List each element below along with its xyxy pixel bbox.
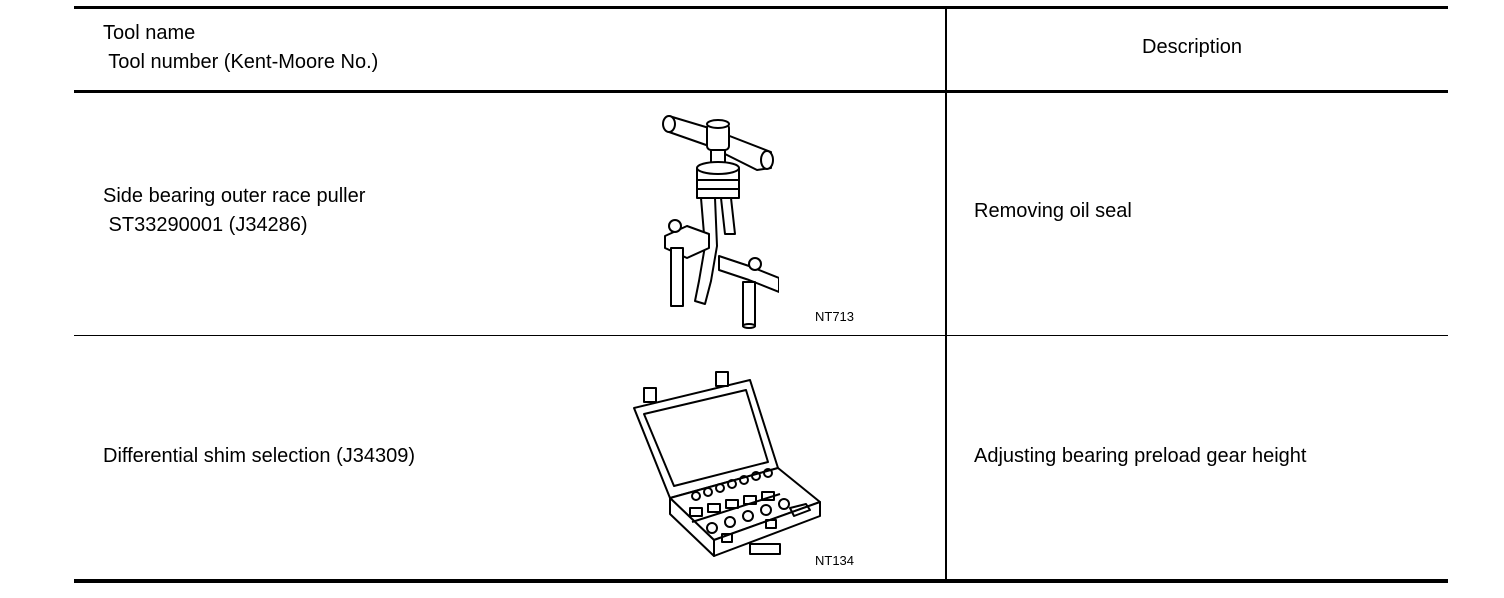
shim-selection-kit-icon: [633, 371, 821, 557]
header-bottom-rule: [74, 90, 1448, 93]
header-tool-name: Tool name: [103, 22, 196, 44]
row-divider: [74, 335, 1448, 336]
row-2-figure-code: NT134: [815, 553, 855, 568]
column-divider: [945, 6, 947, 583]
puller-tool-icon: [662, 115, 779, 329]
row-1-figure-code: NT713: [815, 309, 855, 324]
table-top-rule: [74, 6, 1448, 9]
header-tool-number: Tool number (Kent-Moore No.): [103, 51, 379, 73]
row-1-tool-name: Side bearing outer race puller: [103, 185, 366, 207]
special-tools-table: Tool name Tool number (Kent-Moore No.) D…: [74, 6, 1448, 583]
row-1-tool-number: ST33290001 (J34286): [103, 214, 308, 236]
row-1-description: Removing oil seal: [974, 200, 1132, 222]
row-2-description: Adjusting bearing preload gear height: [974, 445, 1307, 467]
header-description: Description: [1142, 36, 1243, 58]
row-2-tool-name: Differential shim selection (J34309): [103, 445, 416, 467]
table-bottom-rule: [74, 579, 1448, 583]
